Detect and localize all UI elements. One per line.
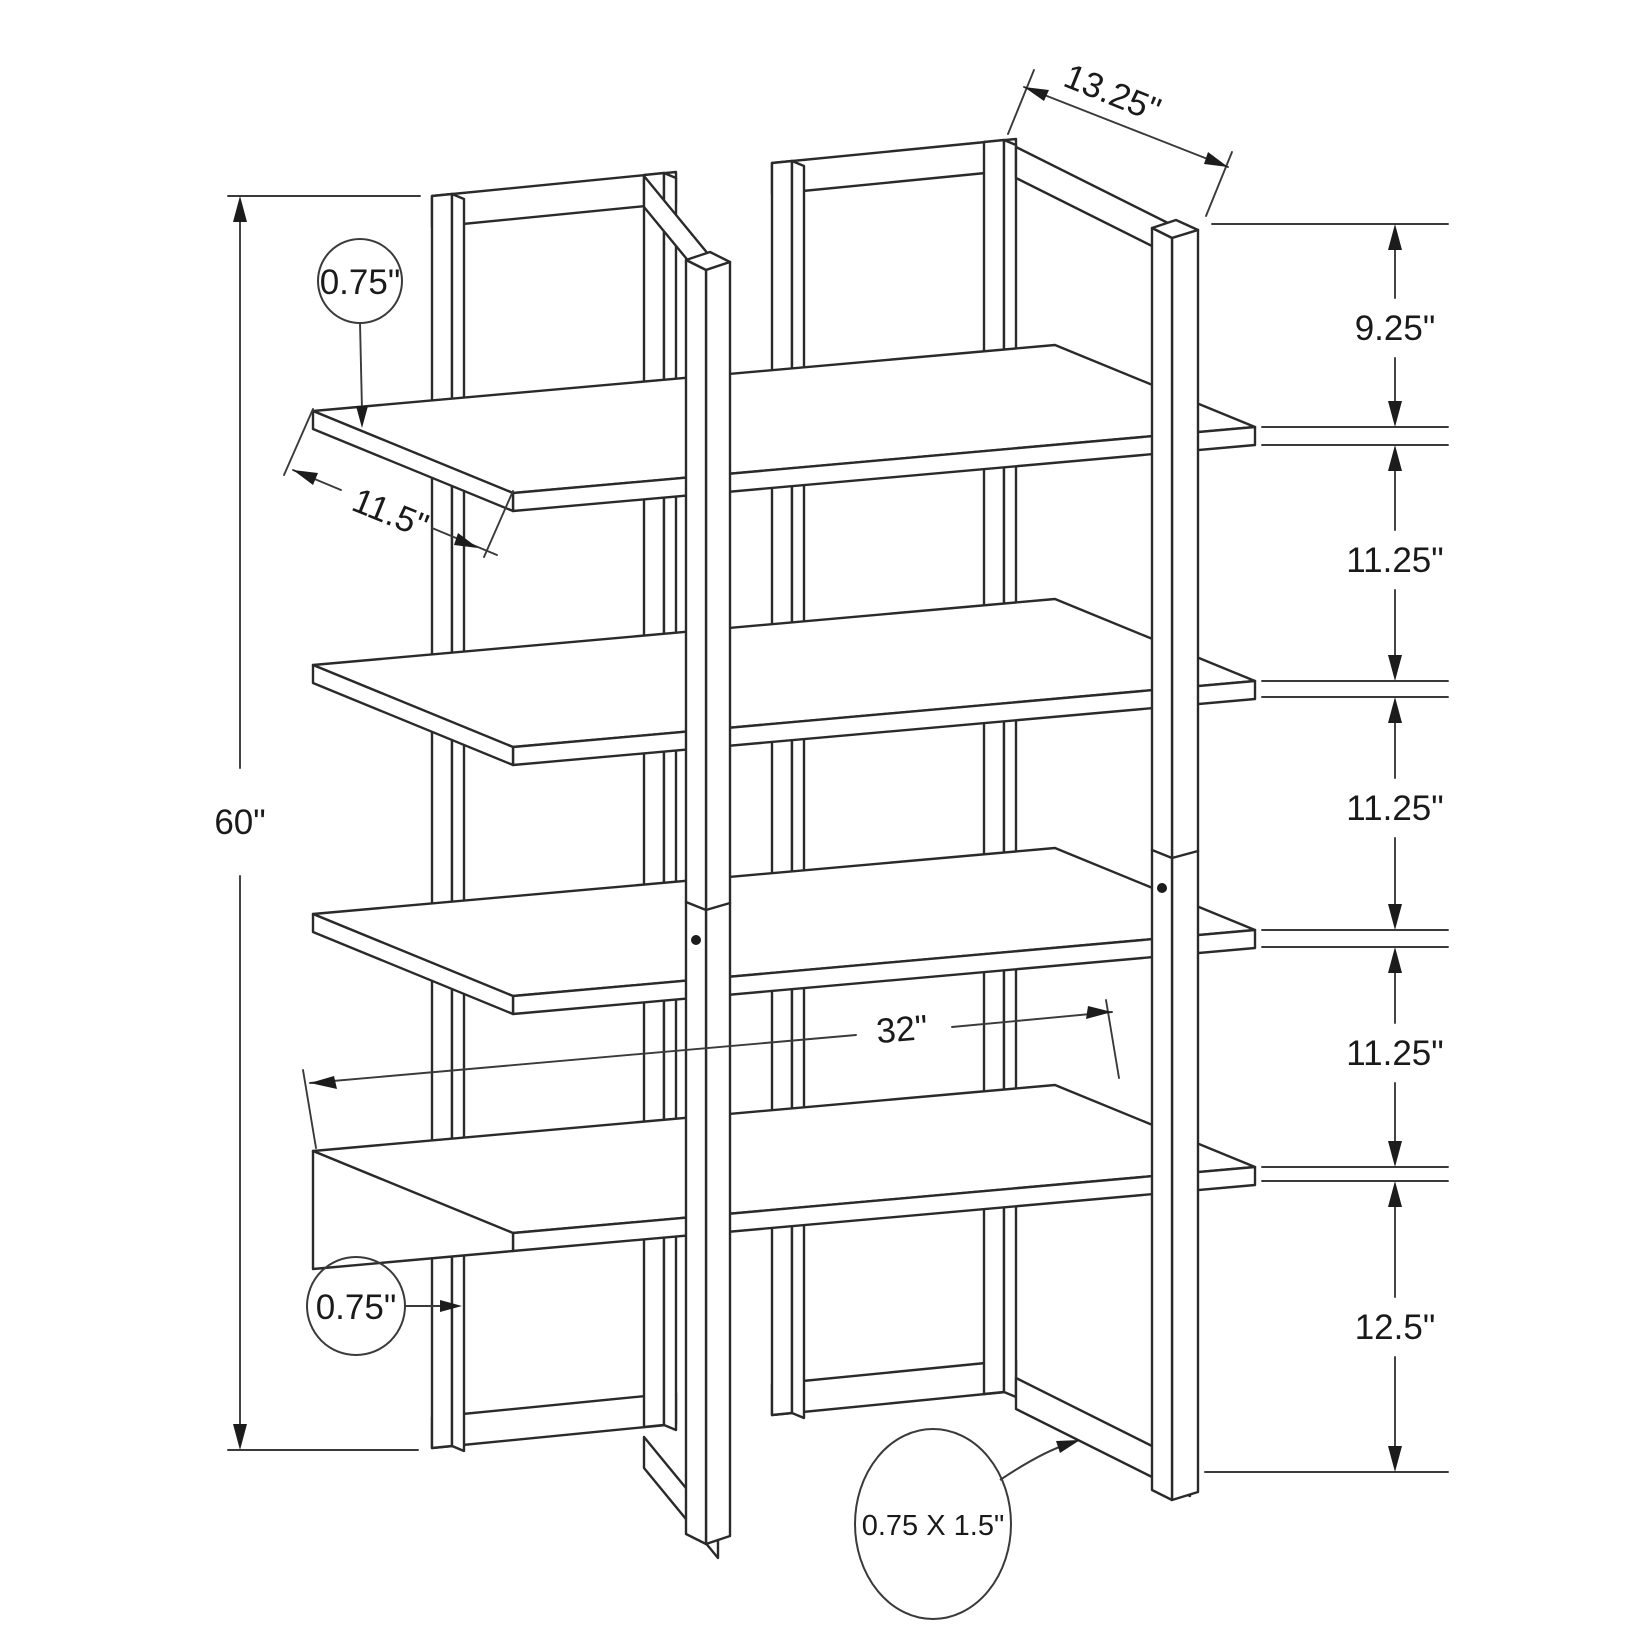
dim-total-height: 60" xyxy=(214,195,421,1451)
dim-label-shelf-thickness: 0.75" xyxy=(320,263,401,302)
callout-tube-size: 0.75 X 1.5" xyxy=(854,1428,1080,1620)
dim-label-tube-size: 0.75 X 1.5" xyxy=(862,1510,1005,1542)
back-post-a1-side xyxy=(450,192,466,1453)
callout-shelf-thickness: 0.75" xyxy=(317,238,403,428)
dim-shelf-width: 32" xyxy=(302,999,1120,1149)
dim-label-width: 32" xyxy=(875,1008,930,1051)
callout-post-thickness: 0.75" xyxy=(306,1256,462,1356)
dim-label-post-thickness: 0.75" xyxy=(316,1288,397,1327)
front-post-left-face xyxy=(684,258,708,1546)
dim-label-chain-1: 11.25" xyxy=(1346,541,1443,580)
dim-label-depth-top: 13.25" xyxy=(1059,57,1166,131)
front-post-left-splice xyxy=(684,900,732,912)
top-back-rail-left xyxy=(430,170,678,229)
bottom-back-rail-right xyxy=(770,1358,1018,1417)
top-back-rail-right xyxy=(770,137,1018,196)
front-post-left-screw xyxy=(691,935,701,945)
dim-label-height: 60" xyxy=(214,803,265,842)
back-frame-right xyxy=(770,137,1018,1420)
front-leg-right xyxy=(1014,145,1200,1502)
dim-label-chain-0: 9.25" xyxy=(1355,309,1436,348)
dim-label-chain-4: 12.5" xyxy=(1355,1308,1436,1347)
bottom-back-rail-left xyxy=(430,1391,678,1450)
front-post-right-face xyxy=(1150,226,1174,1502)
bottom-depth-rail-right xyxy=(1014,1376,1192,1498)
front-post-right-side xyxy=(1170,228,1200,1502)
back-post-a1 xyxy=(430,192,454,1450)
front-leg-left xyxy=(642,174,732,1560)
back-post-b2-side xyxy=(1002,138,1018,1399)
dim-label-chain-3: 11.25" xyxy=(1346,1034,1443,1073)
dim-right-chain: 9.25" 11.25" 11.25" 11.25" 12.5" xyxy=(1204,223,1449,1473)
front-post-right-screw xyxy=(1157,883,1167,893)
dim-label-chain-2: 11.25" xyxy=(1346,789,1443,828)
back-frame-left xyxy=(430,170,678,1453)
dim-label-shelf-depth: 11.5" xyxy=(347,481,434,546)
front-post-right-splice xyxy=(1150,848,1200,860)
back-post-a2-side xyxy=(662,171,678,1432)
back-post-b1-side xyxy=(790,159,806,1420)
